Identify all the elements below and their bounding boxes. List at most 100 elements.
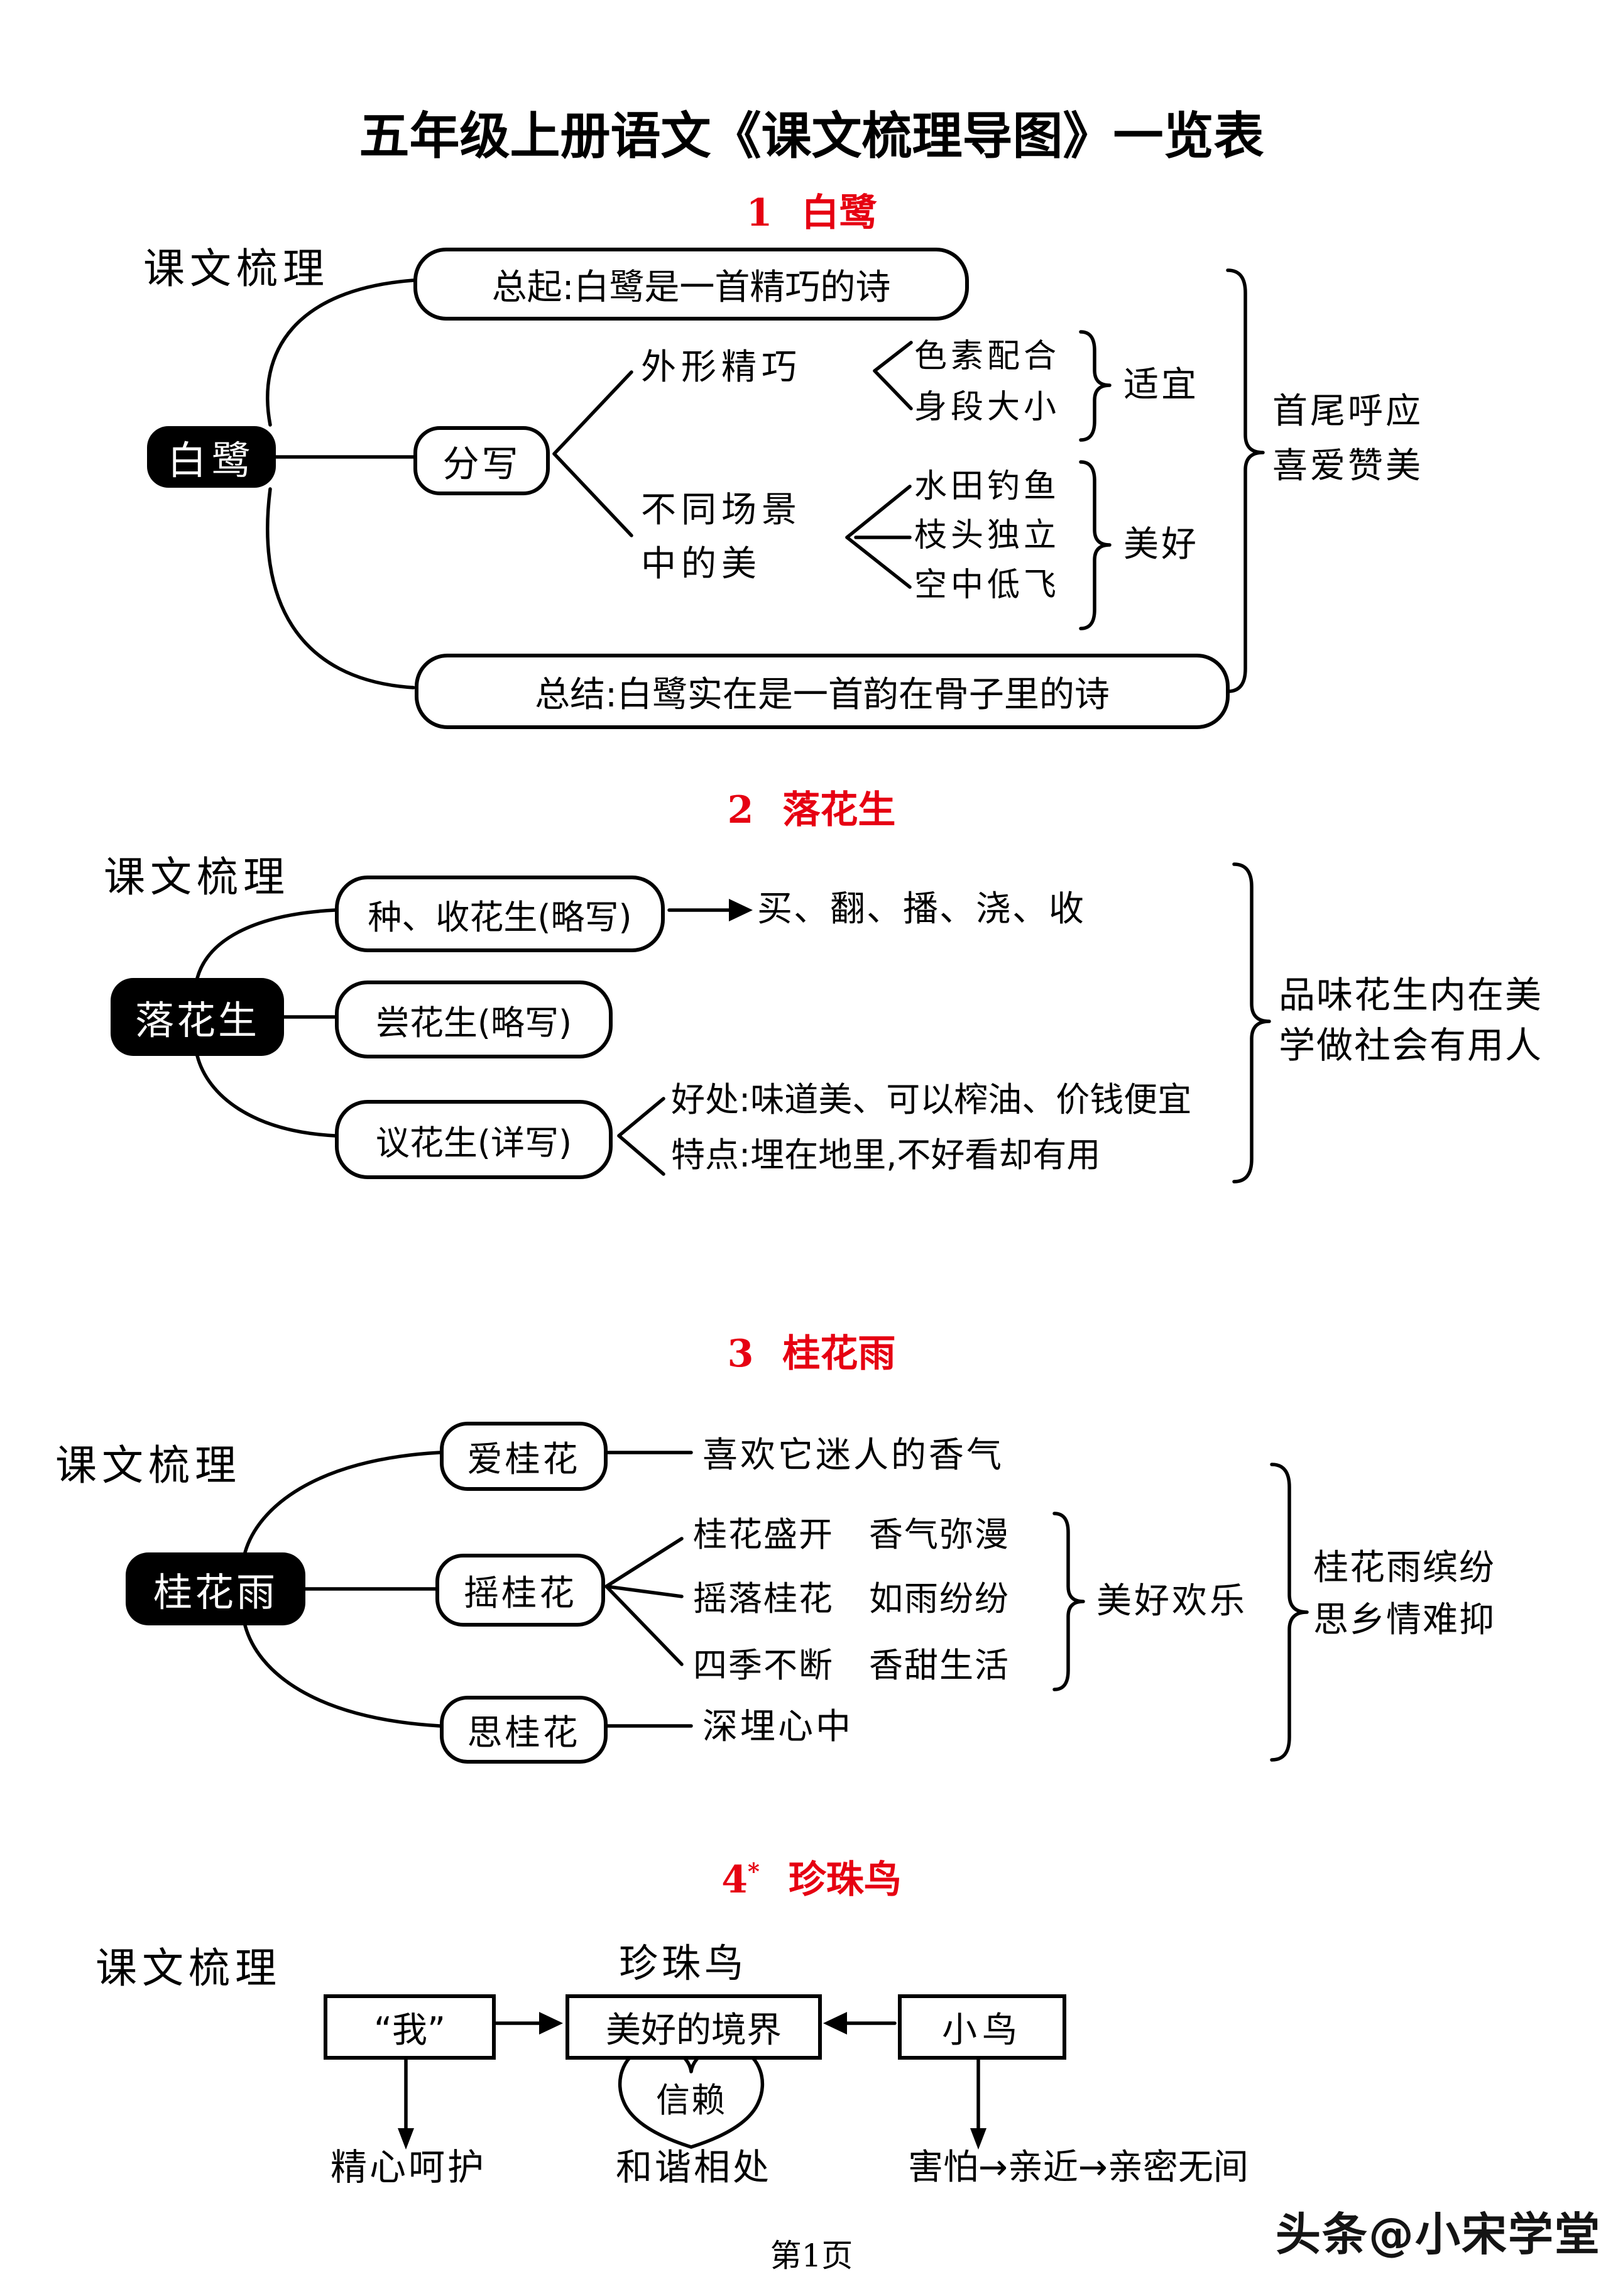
s1-branch1-result: 适宜 [1123, 365, 1199, 405]
section1-heading: 1 白鹭 [0, 182, 1623, 236]
s3-branch2-item: 摇落桂花 如雨纷纷 [693, 1579, 1010, 1618]
s3-branch2-text: 摇桂花 [464, 1573, 577, 1614]
section2-heading: 2 落花生 [0, 779, 1623, 833]
s1-total-box: 总起:白鹭是一首精巧的诗 [413, 248, 969, 321]
s4-connectors [404, 2021, 980, 2131]
s2-brace-big [1232, 862, 1271, 1184]
s2-connectors [195, 862, 1271, 1184]
section4-heading: 4* 珍珠鸟 [0, 1849, 1623, 1903]
s3-branch3-box: 思桂花 [440, 1696, 608, 1764]
section3-number: 3 [727, 1332, 754, 1376]
s2-summary-line2: 学做社会有用人 [1279, 1024, 1543, 1067]
s2-branch3-item: 特点:埋在地里,不好看却有用 [671, 1135, 1101, 1175]
s3-summary-line2: 思乡情难抑 [1313, 1600, 1495, 1640]
s1-fen-ray-down [552, 452, 633, 537]
s3-curve-top [243, 1451, 442, 1554]
s1-fen-box: 分写 [413, 426, 550, 495]
s2-branch3-box: 议花生(详写) [335, 1100, 613, 1179]
s1-branch1-label: 外形精巧 [641, 347, 802, 388]
s1-branch1-item: 身段大小 [914, 388, 1061, 426]
s3-map-label: 课文梳理 [55, 1441, 241, 1490]
s4-diagram-title: 珍珠鸟 [619, 1940, 748, 1986]
section1-title: 白鹭 [801, 191, 877, 235]
s1-summary-line1: 首尾呼应 [1272, 391, 1423, 432]
section4-star: * [747, 1859, 760, 1885]
s1-branch1-item: 色素配合 [914, 338, 1061, 375]
s2-root-node: 落花生 [111, 978, 284, 1056]
s1-b2-ray-up [845, 485, 912, 539]
s1-fen-ray-up [552, 370, 633, 456]
s1-branch2-item: 枝头独立 [914, 517, 1061, 554]
s2-branch2-box: 尝花生(略写) [335, 980, 613, 1058]
s3-branch1-detail: 喜欢它迷人的香气 [702, 1435, 1004, 1476]
section1-number: 1 [746, 191, 773, 235]
s2-branch1-detail: 买、翻、播、浇、收 [757, 889, 1085, 930]
s1-map-label: 课文梳理 [143, 244, 329, 293]
s3-branch1-text: 爱桂花 [467, 1439, 581, 1480]
s4-down-head-me [398, 2128, 414, 2150]
s3-summary-line1: 桂花雨缤纷 [1313, 1547, 1495, 1588]
s3-branch2-item: 四季不断 香甜生活 [693, 1645, 1010, 1685]
s1-branch2-result: 美好 [1123, 524, 1199, 565]
page-title: 五年级上册语文《课文梳理导图》一览表 [359, 106, 1264, 165]
section4-number: 4* [721, 1858, 760, 1902]
s1-b2-ray-down [845, 536, 912, 589]
s2-branch1-text: 种、收花生(略写) [368, 897, 632, 937]
watermark: 头条@小宋学堂 [1276, 2208, 1602, 2261]
s4-heart-label: 信赖 [656, 2080, 726, 2120]
s1-total-text: 总起:白鹭是一首精巧的诗 [491, 266, 891, 308]
s2-root-text: 落花生 [134, 997, 260, 1043]
s1-branch2-item: 空中低飞 [914, 566, 1061, 604]
s1-fen-text: 分写 [442, 442, 521, 485]
s1-brace-meihao [1079, 460, 1112, 630]
s4-bird-text: 小鸟 [942, 2009, 1022, 2051]
s4-arrow-right-head [539, 2012, 563, 2035]
s3-b2-ray-up [604, 1537, 684, 1588]
s2-branch3-text: 议花生(详写) [375, 1123, 572, 1163]
s2-summary-line1: 品味花生内在美 [1279, 974, 1543, 1016]
section2-title: 落花生 [782, 788, 896, 832]
s1-summary-line2: 喜爱赞美 [1272, 446, 1423, 486]
s2-map-label: 课文梳理 [104, 853, 290, 901]
s4-bird-box: 小鸟 [898, 1994, 1066, 2060]
section3-heading: 3 桂花雨 [0, 1323, 1623, 1376]
s2-arrow-head [729, 899, 753, 921]
section3-title: 桂花雨 [782, 1332, 896, 1376]
s1-branch2-label-line2: 中的美 [641, 544, 762, 585]
s4-me-text: “我” [373, 2009, 446, 2051]
s4-bird-detail: 害怕→亲近→亲密无间 [908, 2147, 1249, 2188]
s1-b1-ray-up [873, 341, 913, 373]
s1-b1-ray-down [873, 369, 913, 410]
s2-b3-ray-up [617, 1097, 665, 1138]
s2-curve-top [195, 908, 337, 980]
s3-brace-big [1270, 1463, 1309, 1762]
s1-root-text: 白鹭 [167, 437, 256, 483]
section2-number: 2 [727, 788, 754, 832]
s4-realm-text: 美好的境界 [606, 2009, 782, 2051]
s3-connectors [243, 1451, 1309, 1762]
s4-me-detail: 精心呵护 [331, 2146, 487, 2189]
s1-branch2-item: 水田钓鱼 [914, 468, 1061, 505]
s3-b2-ray-down [604, 1585, 684, 1666]
s2-b3-ray-down [617, 1134, 665, 1176]
s3-branch3-detail: 深埋心中 [702, 1706, 853, 1747]
page-number: 第1页 [770, 2238, 853, 2274]
s4-map-label: 课文梳理 [96, 1944, 281, 1992]
s2-branch1-box: 种、收花生(略写) [335, 876, 665, 952]
s4-realm-detail: 和谐相处 [616, 2146, 772, 2189]
s3-branch2-box: 摇桂花 [435, 1554, 605, 1627]
s3-branch3-text: 思桂花 [467, 1712, 581, 1754]
s1-root-node: 白鹭 [147, 426, 276, 488]
s1-brace-shiyi [1079, 330, 1112, 442]
s3-curve-bottom [243, 1623, 442, 1728]
s1-summary-box-text: 总结:白鹭实在是一首韵在骨子里的诗 [535, 674, 1110, 715]
s3-branch2-item: 桂花盛开 香气弥漫 [693, 1515, 1010, 1554]
s1-curve-top [266, 278, 415, 427]
s3-brace-small [1052, 1512, 1085, 1691]
section4-title: 珍珠鸟 [788, 1858, 902, 1902]
s4-arrow-left-head [823, 2012, 847, 2035]
s3-root-text: 桂花雨 [153, 1569, 278, 1615]
s1-connectors [266, 268, 1265, 693]
